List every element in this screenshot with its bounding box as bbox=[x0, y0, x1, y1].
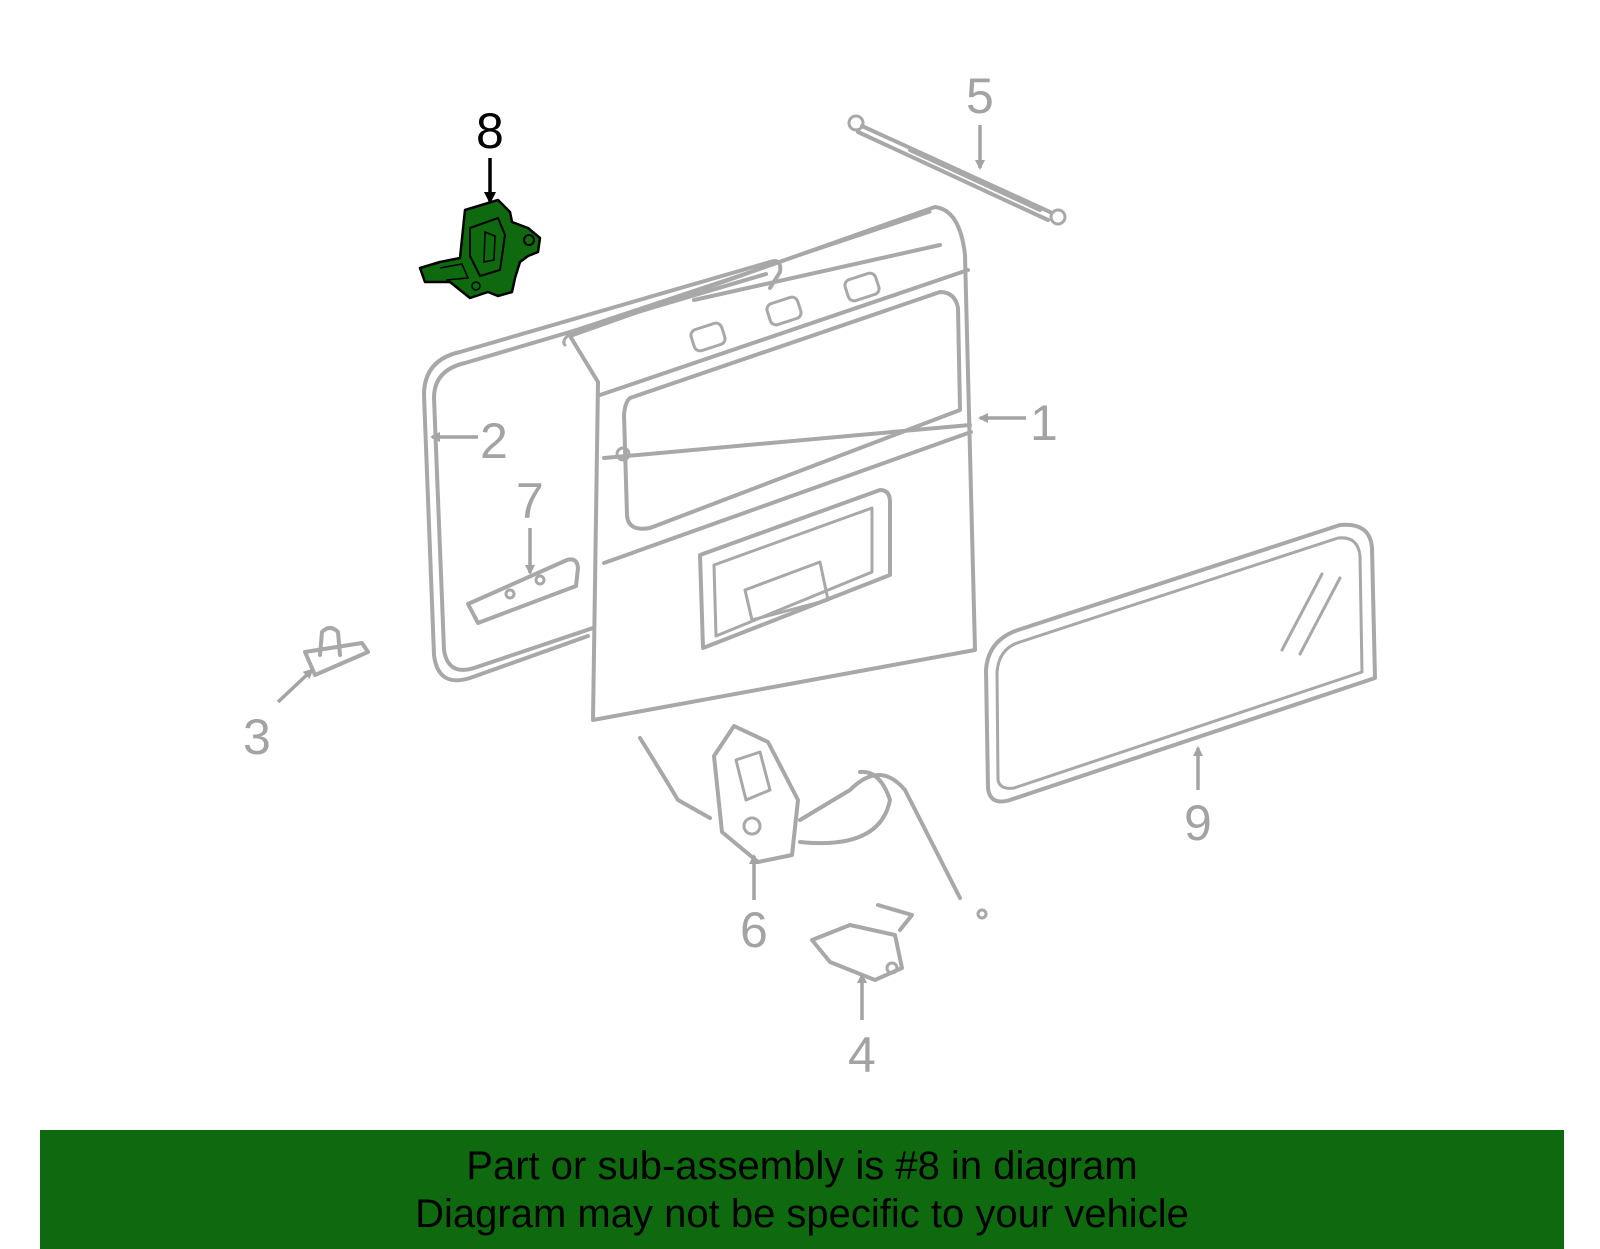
callout-4: 4 bbox=[848, 1027, 876, 1083]
callout-5: 5 bbox=[966, 68, 994, 124]
handle-part-7 bbox=[466, 557, 580, 625]
info-banner: Part or sub-assembly is #8 in diagram Di… bbox=[40, 1130, 1564, 1249]
latch-part-6 bbox=[638, 724, 988, 920]
banner-line-1: Part or sub-assembly is #8 in diagram bbox=[466, 1143, 1138, 1188]
callout-6: 6 bbox=[740, 902, 768, 958]
lock-part-4 bbox=[810, 903, 914, 982]
striker-part-3 bbox=[303, 626, 370, 677]
callout-2: 2 bbox=[480, 413, 508, 469]
callout-8: 8 bbox=[476, 103, 504, 159]
parts-diagram: 1 2 3 4 5 6 7 8 9 bbox=[243, 68, 1377, 1083]
glass-part-9 bbox=[984, 522, 1377, 804]
callout-9: 9 bbox=[1184, 795, 1212, 851]
banner-line-2: Diagram may not be specific to your vehi… bbox=[415, 1191, 1189, 1236]
callout-1: 1 bbox=[1030, 395, 1058, 451]
strut-part-5 bbox=[847, 114, 1067, 226]
callout-3: 3 bbox=[243, 709, 271, 765]
hinge-part-8 bbox=[418, 198, 542, 300]
callout-7: 7 bbox=[516, 473, 544, 529]
liftgate-part-1 bbox=[562, 205, 977, 722]
leader-3 bbox=[276, 668, 314, 704]
